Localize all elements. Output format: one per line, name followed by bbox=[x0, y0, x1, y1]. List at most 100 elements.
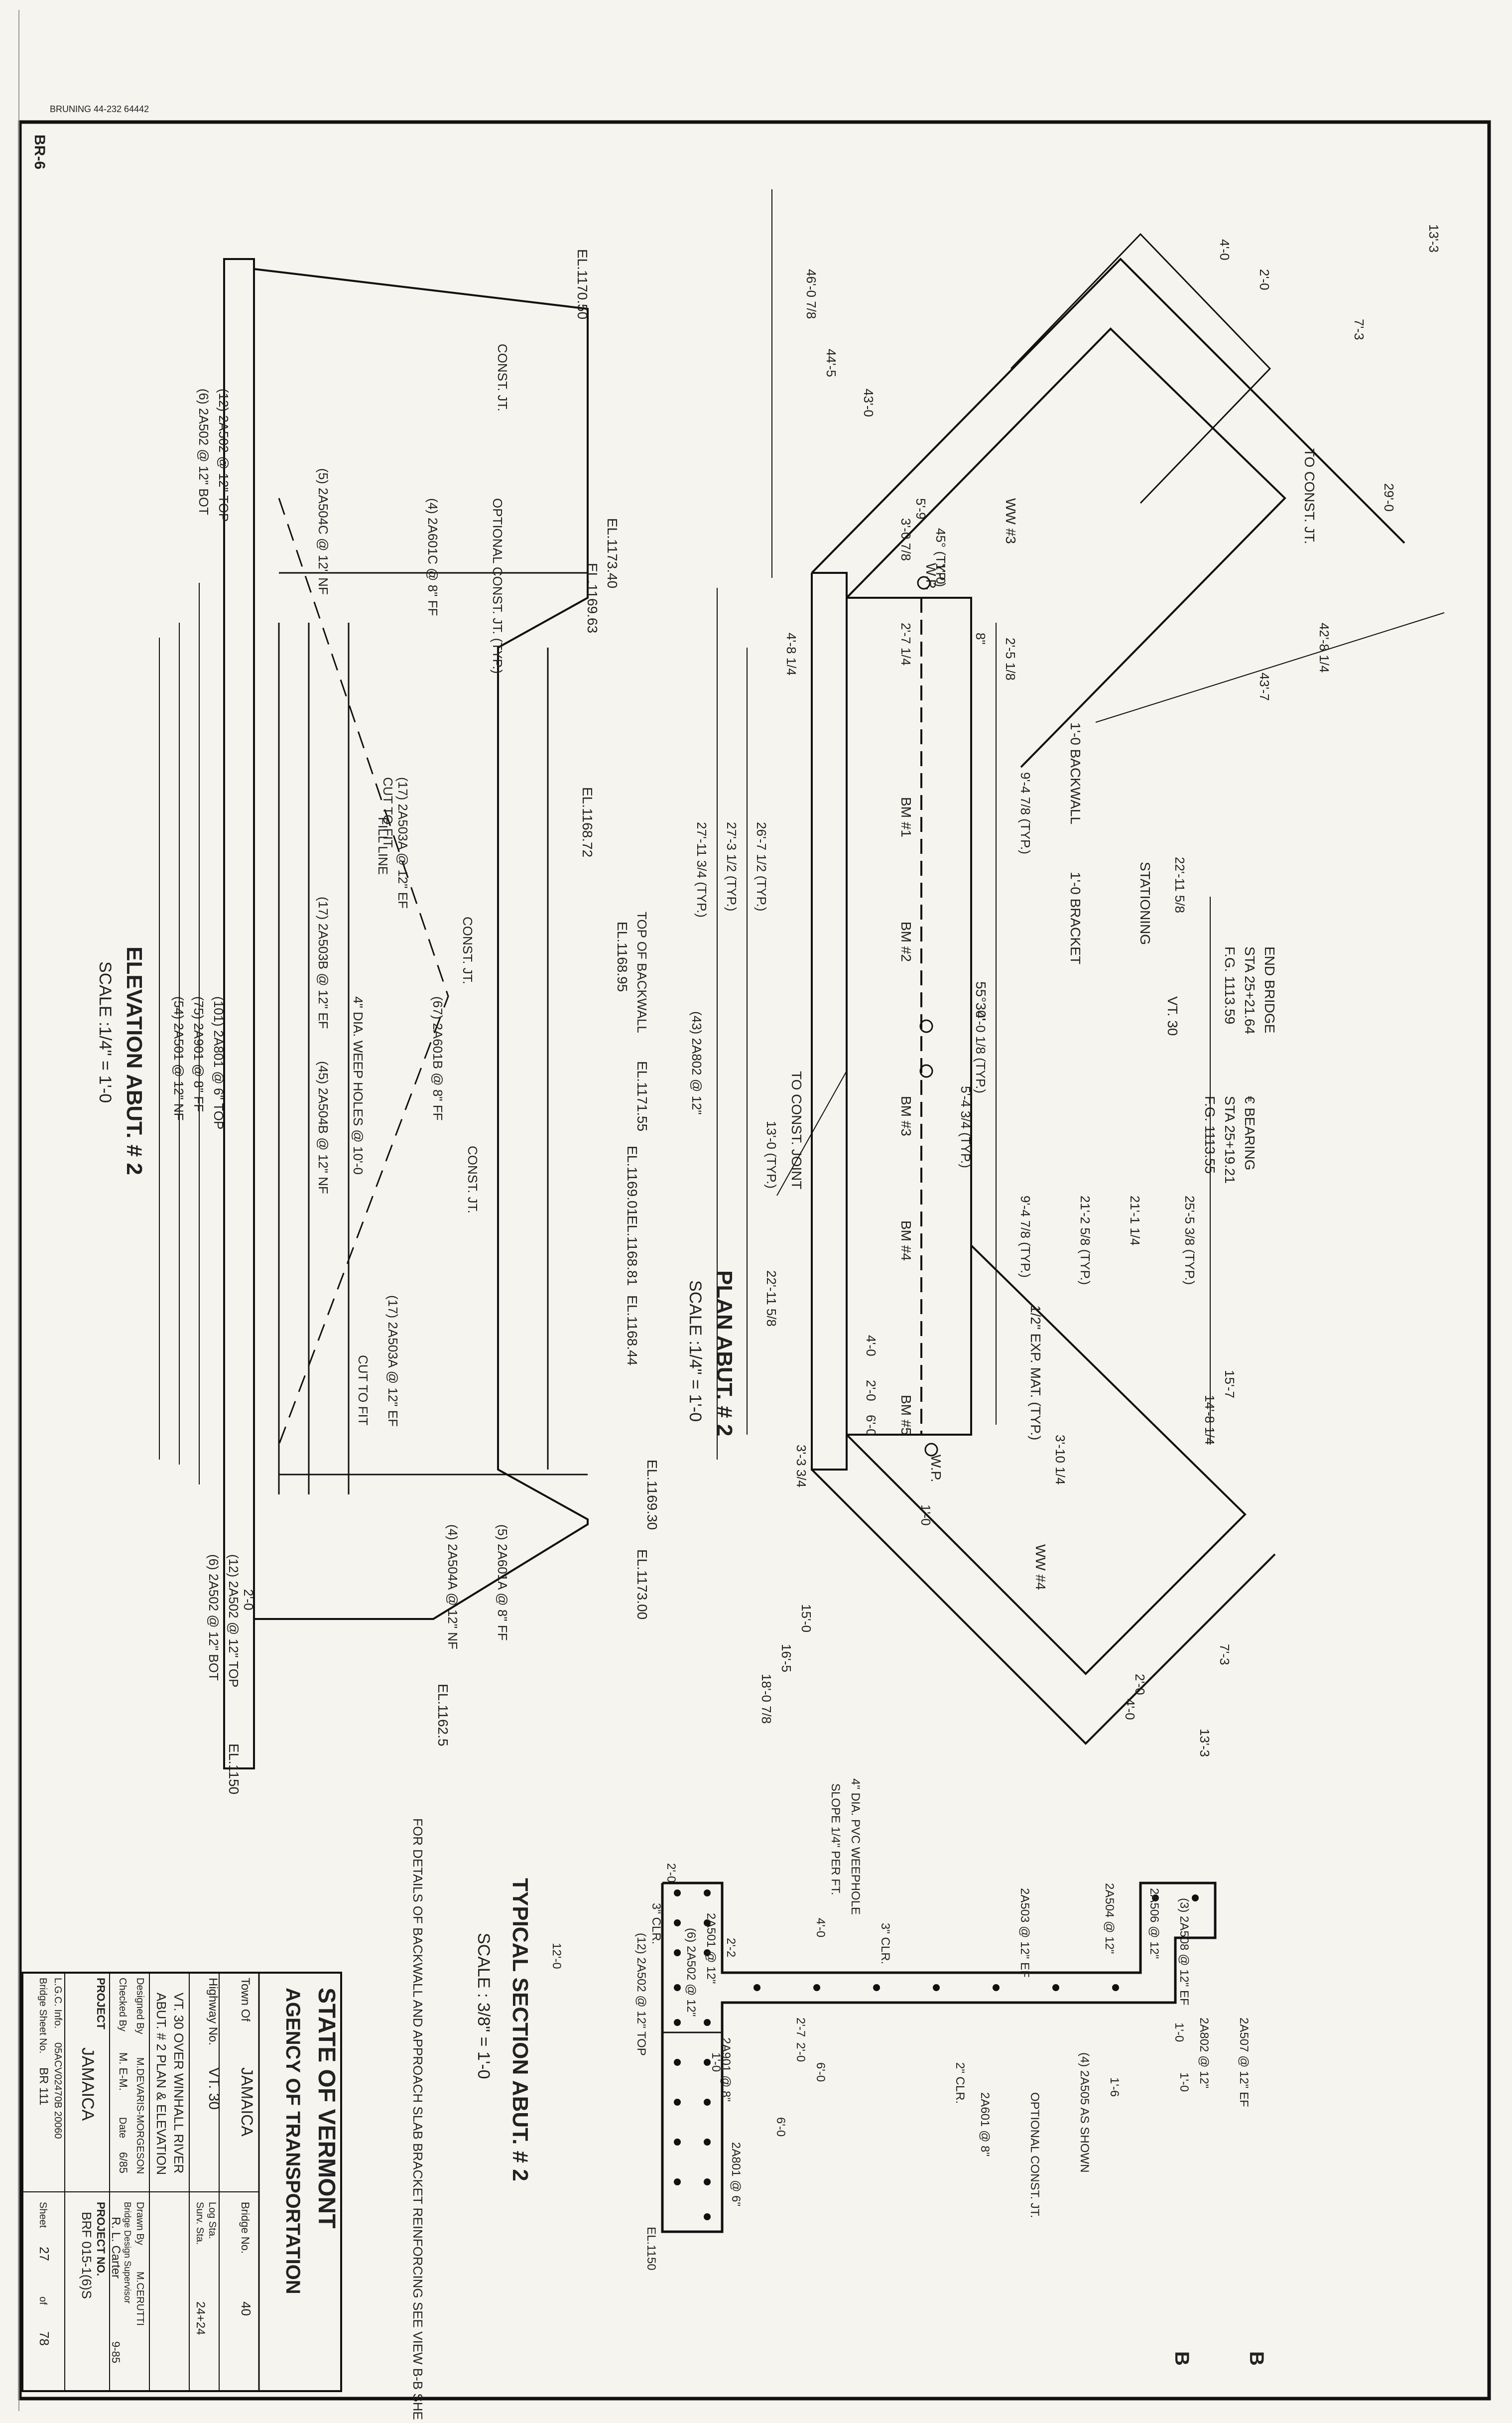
plan-dimension: 16'-5 bbox=[779, 1644, 794, 1672]
plan-view bbox=[717, 189, 1445, 1745]
plan-dimension: 14'-8 1/4 bbox=[1202, 1395, 1217, 1445]
elevation-label: EL.1162.5 bbox=[435, 1684, 451, 1747]
rebar-callout: (12) 2A502 @ 12" TOP bbox=[216, 389, 231, 522]
plan-dimension: 1'-0 bbox=[933, 563, 948, 584]
plan-dimension: 27'-11 3/4 (TYP.) bbox=[694, 822, 709, 918]
elevation-label: EL.1168.72 bbox=[580, 787, 595, 857]
plan-dimension: 9'-4 7/8 (TYP.) bbox=[1018, 1196, 1033, 1278]
title-label: PROJECT bbox=[95, 1978, 107, 2029]
plan-dimension: 3'-10 1/4 bbox=[1053, 1435, 1068, 1484]
title-label: Date bbox=[117, 2117, 128, 2138]
section-rebar: 2A503 @ 12" EF bbox=[1018, 1888, 1031, 1978]
rebar-callout: (67) 2A601B @ 8" FF bbox=[430, 996, 445, 1121]
plan-dimension: 7'-3 bbox=[1217, 1644, 1232, 1665]
plan-dimension: 44'-5 bbox=[824, 349, 839, 377]
plan-label: € BEARING bbox=[1242, 1096, 1258, 1170]
elevation-note: CONST. JT. bbox=[465, 1146, 480, 1213]
plan-dimension: 2'-7 1/4 bbox=[898, 623, 913, 666]
plan-dimension: 4'-0 bbox=[864, 1335, 879, 1356]
section-dimension: 1'-6 bbox=[1108, 2077, 1121, 2097]
rebar-callout: (75) 2A901 @ 8" FF bbox=[191, 996, 206, 1112]
plan-label: F.G. 1113.55 bbox=[1202, 1096, 1218, 1174]
rebar-callout: (5) 2A601A @ 8" FF bbox=[495, 1524, 510, 1641]
rebar-callout: 2'-0 bbox=[241, 1589, 256, 1611]
plan-dimension: 15'-7 bbox=[1222, 1370, 1237, 1398]
title-value: 40 bbox=[239, 2301, 253, 2316]
work-point-marker bbox=[924, 1443, 938, 1457]
plan-dimension: 25'-5 3/8 (TYP.) bbox=[1182, 1196, 1197, 1285]
title-label: Highway No. bbox=[206, 1978, 220, 2045]
paper-header: BRUNING 44-232 64442 bbox=[50, 104, 149, 114]
title-value: M.CERUTTI bbox=[134, 2272, 145, 2326]
elevation-label: EL.1168.95 bbox=[615, 922, 630, 992]
plan-dimension: 3'-0 7/8 bbox=[898, 518, 913, 561]
title-label: PROJECT NO. bbox=[95, 2202, 107, 2276]
plan-dimension: 21'-1 1/4 bbox=[1128, 1196, 1142, 1245]
section-rebar: 2A601 @ 8" bbox=[978, 2092, 992, 2156]
section-note: 4" DIA. PVC WEEPHOLE bbox=[849, 1778, 862, 1915]
title-value: 24+24 bbox=[194, 2301, 207, 2335]
section-note: B bbox=[1246, 2351, 1267, 2366]
section-rebar: (12) 2A502 @ 12" TOP bbox=[634, 1933, 648, 2056]
elevation-label: EL.1169.01 bbox=[625, 1146, 640, 1216]
plan-dimension: 7'-3 bbox=[1352, 319, 1367, 340]
bearing-marker bbox=[919, 1064, 933, 1078]
footing-elevation bbox=[223, 258, 255, 1769]
section-rebar-dots bbox=[674, 1889, 1199, 2220]
title-label: Log Sta. bbox=[207, 2202, 218, 2239]
sheet-border bbox=[18, 120, 1491, 2401]
section-rebar: (3) 2A508 @ 12" EF bbox=[1177, 1898, 1191, 2006]
plan-label: W.P. bbox=[928, 1455, 944, 1482]
plan-label: WW #4 bbox=[1033, 1544, 1048, 1590]
elevation-label: EL.1173.40 bbox=[605, 518, 620, 588]
wingwall-3 bbox=[846, 327, 1286, 768]
elevation-label: EL.1169.63 bbox=[585, 563, 600, 633]
plan-dimension: 4'-0 bbox=[1217, 239, 1232, 261]
rebar-callout: (54) 2A501 @ 12" NF bbox=[171, 996, 186, 1121]
plan-label: STATIONING bbox=[1137, 862, 1153, 945]
title-agency: AGENCY OF TRANSPORTATION bbox=[282, 1988, 304, 2294]
title-label: Drawn By bbox=[134, 2202, 145, 2245]
plan-backwall bbox=[811, 572, 848, 1471]
plan-dimension: 46'-0 7/8 bbox=[804, 269, 819, 319]
work-point-marker bbox=[917, 576, 931, 590]
section-dimension: 2'-0 bbox=[664, 1863, 678, 1883]
plan-title: PLAN ABUT. # 2 bbox=[712, 1270, 737, 1436]
elevation-label: EL.1169.30 bbox=[644, 1460, 660, 1530]
title-block bbox=[21, 1972, 342, 2392]
title-value: BRF 015-1(6)S bbox=[79, 2212, 94, 2299]
bearing-marker bbox=[919, 1019, 933, 1033]
plan-label: 1'-0 BRACKET bbox=[1068, 872, 1083, 964]
section-note: EL.1150 bbox=[644, 2227, 658, 2271]
section-dimension: 1'-0 bbox=[1172, 2022, 1186, 2042]
rebar-callout: (4) 2A601C @ 8" FF bbox=[425, 498, 440, 616]
elevation-label: EL.1170.50 bbox=[575, 249, 590, 319]
elevation-view bbox=[159, 258, 589, 1769]
plan-label: END BRIDGE bbox=[1262, 946, 1277, 1033]
plan-dimension: 13'-3 bbox=[1426, 224, 1441, 253]
plan-dimension: 18'-0 7/8 bbox=[759, 1674, 774, 1724]
elevation-label: EL.1168.81 bbox=[625, 1215, 640, 1286]
section-dimension: 12'-0 bbox=[550, 1943, 563, 1969]
plan-dimension: 1'-0 bbox=[918, 1504, 933, 1526]
elevation-label: EL.1171.55 bbox=[634, 1061, 650, 1131]
plan-label: WW #3 bbox=[1003, 498, 1018, 544]
rebar-callout: (4) 2A504A @ 12" NF bbox=[445, 1524, 460, 1649]
plan-label: BM #1 bbox=[898, 797, 914, 837]
elevation-note: FILL LINE bbox=[376, 817, 390, 875]
rebar-callout: (101) 2A801 @ 6" TOP bbox=[211, 996, 226, 1129]
section-rebar: 2A802 @ 12" bbox=[1197, 2018, 1211, 2088]
plan-label: VT. 30 bbox=[1165, 996, 1180, 1036]
plan-label: TO CONST. JT. bbox=[1302, 448, 1317, 544]
elevation-note: TOP OF BACKWALL bbox=[634, 912, 649, 1033]
plan-dimension: 43'-7 bbox=[1257, 673, 1272, 701]
plan-dimension: 2'-0 bbox=[864, 1380, 879, 1401]
plan-dimension: 15'-0 bbox=[799, 1604, 814, 1632]
section-dimension: 1'-0 bbox=[1177, 2072, 1191, 2092]
section-title: TYPICAL SECTION ABUT. # 2 bbox=[508, 1878, 532, 2181]
title-value-signature: R. L. Carter bbox=[109, 2217, 123, 2279]
plan-dimension: 9'-4 7/8 (TYP.) bbox=[1018, 772, 1033, 854]
plan-dimension: 6'-0 bbox=[864, 1415, 879, 1436]
